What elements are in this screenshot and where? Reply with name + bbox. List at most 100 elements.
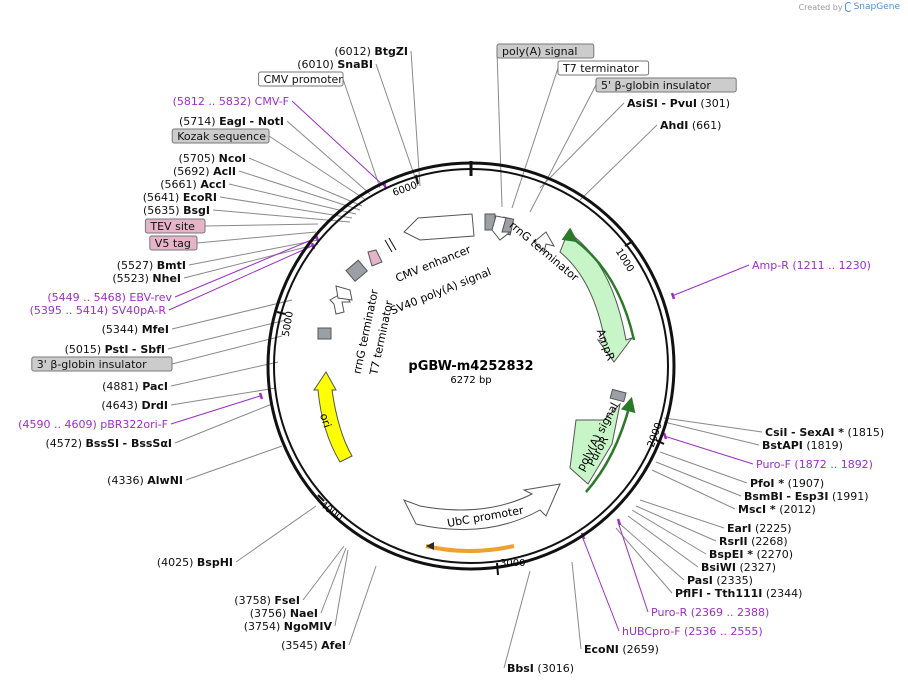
cmv-enhancer-arrow[interactable] bbox=[403, 213, 475, 241]
label-text-btgzi: (6012) BtgZI bbox=[334, 45, 408, 58]
label-bglobin5[interactable]: 5' β-globin insulator bbox=[595, 77, 737, 93]
label-box-text-tev: TEV site bbox=[149, 220, 195, 233]
pos-bmti: (5527) bbox=[117, 259, 154, 272]
label-v5[interactable]: V5 tag bbox=[149, 235, 198, 251]
label-naei[interactable]: (3756) NaeI bbox=[250, 607, 318, 620]
leader-csii bbox=[663, 417, 763, 433]
leader-alwni bbox=[185, 445, 283, 481]
label-nhei[interactable]: (5523) NheI bbox=[112, 272, 181, 285]
label-ngomiv[interactable]: (3754) NgoMIV bbox=[244, 620, 333, 633]
leader-hubc bbox=[581, 535, 620, 632]
label-alwni[interactable]: (4336) AlwNI bbox=[107, 474, 183, 487]
label-csii[interactable]: CsiI - SexAI * (1815) bbox=[765, 426, 884, 439]
enzyme-bstapi: BstAPI bbox=[762, 439, 803, 452]
label-cmvprom[interactable]: CMV promoter bbox=[258, 71, 344, 87]
label-polya[interactable]: poly(A) signal bbox=[496, 43, 595, 59]
label-cmvf[interactable]: (5812 .. 5832) CMV-F bbox=[173, 95, 289, 108]
label-text-snabi: (6010) SnaBI bbox=[297, 58, 373, 71]
label-bglobin3[interactable]: 3' β-globin insulator bbox=[31, 356, 173, 372]
enzyme-pfoi: PfoI * bbox=[750, 477, 784, 490]
label-ecori[interactable]: (5641) EcoRI bbox=[143, 191, 217, 204]
ubc-promoter-arrow[interactable] bbox=[402, 483, 561, 531]
ori-feature-arrow[interactable] bbox=[313, 371, 353, 463]
label-ampr[interactable]: Amp-R (1211 .. 1230) bbox=[752, 259, 871, 272]
label-paci[interactable]: (4881) PacI bbox=[102, 380, 168, 393]
label-bsphi[interactable]: (4025) BspHI bbox=[157, 556, 233, 569]
label-t7term[interactable]: T7 terminator bbox=[557, 60, 650, 76]
enzyme-ahdi: AhdI bbox=[660, 119, 688, 132]
label-box-text-bglobin5: 5' β-globin insulator bbox=[601, 79, 711, 92]
label-box-cmvprom bbox=[258, 71, 344, 87]
label-text-cmvf: (5812 .. 5832) CMV-F bbox=[173, 95, 289, 108]
label-rsrii[interactable]: RsrII (2268) bbox=[719, 535, 788, 548]
label-acli[interactable]: (5692) AclI bbox=[173, 165, 236, 178]
credit-prefix: Created by bbox=[798, 2, 843, 12]
label-drdi[interactable]: (4643) DrdI bbox=[101, 399, 168, 412]
label-bspei[interactable]: BspEI * (2270) bbox=[709, 548, 793, 561]
pos-asisi: (301) bbox=[700, 97, 730, 110]
label-bmti[interactable]: (5527) BmtI bbox=[117, 259, 186, 272]
label-pbr322[interactable]: (4590 .. 4609) pBR322ori-F bbox=[18, 418, 168, 431]
label-bsgi[interactable]: (5635) BsgI bbox=[143, 204, 210, 217]
label-purof[interactable]: Puro-F (1872 .. 1892) bbox=[756, 458, 873, 471]
tick-6000 bbox=[415, 174, 419, 185]
label-eari[interactable]: EarI (2225) bbox=[727, 522, 792, 535]
label-kozak[interactable]: Kozak sequence bbox=[171, 128, 270, 144]
primer-text-cmvf: (5812 .. 5832) CMV-F bbox=[173, 95, 289, 108]
label-mfei[interactable]: (5344) MfeI bbox=[102, 323, 169, 336]
rrng-terminator-top-arrow[interactable] bbox=[491, 215, 512, 241]
leader-ngomiv bbox=[334, 549, 349, 627]
pos-bsiwi: (2327) bbox=[739, 561, 776, 574]
pos-acli: (5692) bbox=[173, 165, 210, 178]
primer-text-purof: Puro-F (1872 .. 1892) bbox=[756, 458, 873, 471]
label-sv40par[interactable]: (5395 .. 5414) SV40pA-R bbox=[30, 304, 167, 317]
label-hubc[interactable]: hUBCpro-F (2536 .. 2555) bbox=[622, 625, 763, 638]
label-bsiwi[interactable]: BsiWI (2327) bbox=[701, 561, 776, 574]
enzyme-bsssi: BssSI bbox=[86, 437, 120, 450]
label-bsssi[interactable]: (4572) BssSI - BssSαI bbox=[45, 437, 172, 450]
leader-t7term bbox=[511, 67, 559, 209]
tick-1000 bbox=[624, 240, 634, 247]
pos-afei: (3545) bbox=[281, 639, 318, 652]
puror-feature-arrow[interactable] bbox=[569, 402, 621, 485]
label-asisi[interactable]: AsiSI - PvuI (301) bbox=[627, 97, 730, 110]
label-psti[interactable]: (5015) PstI - SbfI bbox=[65, 343, 165, 356]
sv40-polya-box[interactable] bbox=[345, 259, 368, 282]
label-ahdi[interactable]: AhdI (661) bbox=[660, 119, 721, 132]
label-tev[interactable]: TEV site bbox=[144, 218, 206, 234]
polya-signal-box[interactable] bbox=[609, 388, 627, 403]
label-acci[interactable]: (5661) AccI bbox=[160, 178, 226, 191]
label-text-bsssi: (4572) BssSI - BssSαI bbox=[45, 437, 172, 450]
label-eagi[interactable]: (5714) EagI - NotI bbox=[179, 115, 284, 128]
insulator-3-box[interactable] bbox=[317, 327, 332, 340]
label-text-fsei: (3758) FseI bbox=[234, 594, 300, 607]
v5-tag-feature[interactable] bbox=[367, 249, 383, 267]
primer-mark-purof bbox=[662, 432, 668, 440]
label-bsmbi[interactable]: BsmBI - Esp3I (1991) bbox=[744, 490, 869, 503]
label-text-drdi: (4643) DrdI bbox=[101, 399, 168, 412]
label-msci[interactable]: MscI * (2012) bbox=[738, 503, 816, 516]
label-pflfi[interactable]: PflFI - Tth111I (2344) bbox=[675, 587, 802, 600]
label-text-nhei: (5523) NheI bbox=[112, 272, 181, 285]
rrng-terminator-right-arrow[interactable] bbox=[533, 231, 556, 253]
label-bstapi[interactable]: BstAPI (1819) bbox=[762, 439, 843, 452]
t7-terminator-left-arrow[interactable] bbox=[335, 285, 353, 301]
label-puror[interactable]: Puro-R (2369 .. 2388) bbox=[651, 606, 769, 619]
label-ebvrev[interactable]: (5449 .. 5468) EBV-rev bbox=[47, 291, 172, 304]
label-pfoi[interactable]: PfoI * (1907) bbox=[750, 477, 824, 490]
leader-kozak bbox=[268, 135, 367, 201]
label-pasi[interactable]: PasI (2335) bbox=[687, 574, 753, 587]
label-btgzi[interactable]: (6012) BtgZI bbox=[334, 45, 408, 58]
leader-ampr bbox=[671, 264, 750, 297]
label-fsei[interactable]: (3758) FseI bbox=[234, 594, 300, 607]
ori-label: ori bbox=[317, 412, 334, 430]
label-afei[interactable]: (3545) AfeI bbox=[281, 639, 346, 652]
label-text-pasi: PasI (2335) bbox=[687, 574, 753, 587]
label-bbsi[interactable]: BbsI (3016) bbox=[507, 662, 574, 675]
label-text-ncoi: (5705) NcoI bbox=[179, 152, 246, 165]
pos-ngomiv: (3754) bbox=[244, 620, 281, 633]
label-econi[interactable]: EcoNI (2659) bbox=[584, 643, 659, 656]
label-ncoi[interactable]: (5705) NcoI bbox=[179, 152, 246, 165]
label-snabi[interactable]: (6010) SnaBI bbox=[297, 58, 373, 71]
pos-ecori: (5641) bbox=[143, 191, 180, 204]
